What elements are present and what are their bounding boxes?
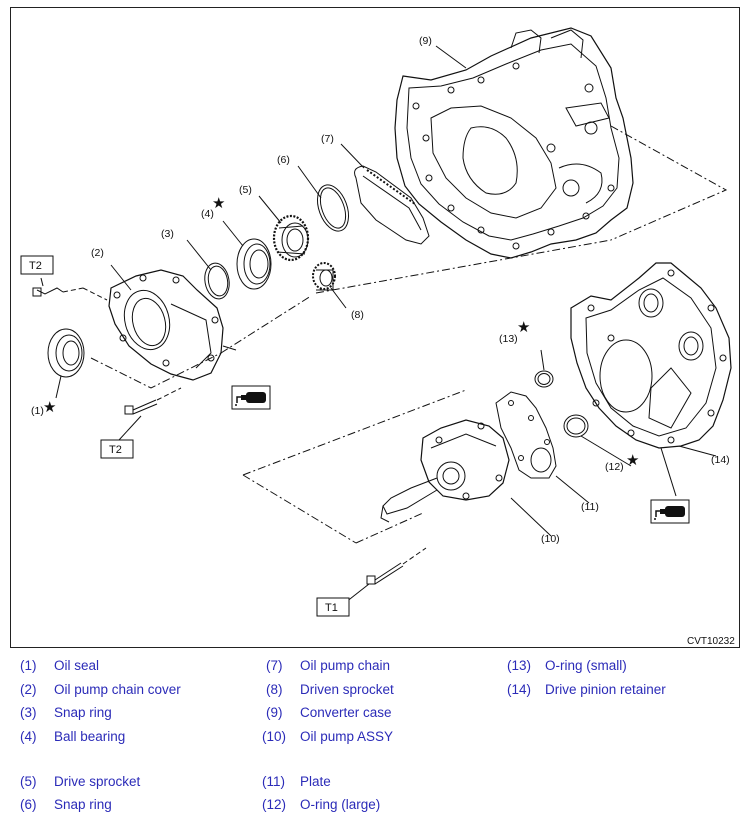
star-13: ★ bbox=[517, 319, 530, 336]
callout-13: (13) bbox=[499, 333, 518, 345]
star-4: ★ bbox=[212, 195, 225, 212]
callout-1: (1) bbox=[31, 405, 44, 417]
torque-box-t2-upper: T2 bbox=[20, 255, 54, 275]
callout-10: (10) bbox=[541, 533, 560, 545]
o-ring-small bbox=[534, 370, 554, 388]
legend-item-13: (13)O-ring (small) bbox=[507, 658, 627, 673]
parts-legend: (1)Oil seal (2)Oil pump chain cover (3)S… bbox=[0, 656, 751, 823]
sealant-icon bbox=[231, 385, 271, 410]
callout-5: (5) bbox=[239, 184, 252, 196]
legend-item-1: (1)Oil seal bbox=[20, 658, 100, 673]
callout-12: (12) bbox=[605, 461, 624, 473]
o-ring-large bbox=[563, 414, 589, 438]
callout-3: (3) bbox=[161, 228, 174, 240]
star-12: ★ bbox=[626, 452, 639, 469]
exploded-diagram: (9) (7) (6) (5) (4) (3) (2) (8) (1) (13)… bbox=[10, 7, 740, 648]
drive-pinion-retainer bbox=[570, 262, 732, 449]
oil-pump-chain-cover bbox=[108, 269, 224, 381]
svg-text:T2: T2 bbox=[29, 260, 42, 272]
sealant-icon bbox=[650, 499, 690, 524]
callout-4: (4) bbox=[201, 208, 214, 220]
torque-box-t1: T1 bbox=[316, 597, 350, 617]
ball-bearing bbox=[236, 238, 272, 290]
legend-item-14: (14)Drive pinion retainer bbox=[507, 682, 666, 697]
diagram-svg: (9) (7) (6) (5) (4) (3) (2) (8) (1) (13)… bbox=[20, 27, 735, 647]
drive-sprocket bbox=[272, 214, 310, 262]
svg-text:T1: T1 bbox=[325, 602, 338, 614]
legend-item-12: (12)O-ring (large) bbox=[262, 797, 381, 812]
callout-14: (14) bbox=[711, 454, 730, 466]
legend-item-10: (10)Oil pump ASSY bbox=[262, 729, 394, 744]
callout-7: (7) bbox=[321, 133, 334, 145]
callout-8: (8) bbox=[351, 309, 364, 321]
bolt-lower bbox=[124, 387, 182, 415]
oil-pump-chain bbox=[354, 165, 430, 245]
plate bbox=[495, 391, 557, 479]
converter-case bbox=[394, 27, 634, 259]
callout-9: (9) bbox=[419, 35, 432, 47]
legend-item-8: (8)Driven sprocket bbox=[266, 682, 394, 697]
driven-sprocket bbox=[312, 262, 336, 291]
snap-ring-3 bbox=[204, 262, 230, 300]
oil-seal bbox=[47, 328, 85, 378]
legend-item-7: (7)Oil pump chain bbox=[266, 658, 391, 673]
callout-6: (6) bbox=[277, 154, 290, 166]
callout-2: (2) bbox=[91, 247, 104, 259]
legend-item-4: (4)Ball bearing bbox=[20, 729, 126, 744]
snap-ring-6 bbox=[316, 184, 350, 232]
legend-item-11: (11)Plate bbox=[262, 774, 331, 789]
bolt-t1 bbox=[366, 547, 427, 585]
svg-text:T2: T2 bbox=[109, 444, 122, 456]
legend-item-6: (6)Snap ring bbox=[20, 797, 112, 812]
legend-item-3: (3)Snap ring bbox=[20, 705, 112, 720]
torque-box-t2-lower: T2 bbox=[100, 439, 134, 459]
legend-item-9: (9)Converter case bbox=[266, 705, 392, 720]
bolt-upper bbox=[32, 287, 108, 301]
star-1: ★ bbox=[43, 399, 56, 416]
legend-item-5: (5)Drive sprocket bbox=[20, 774, 141, 789]
figure-code: CVT10232 bbox=[687, 636, 735, 647]
legend-item-2: (2)Oil pump chain cover bbox=[20, 682, 181, 697]
callout-11: (11) bbox=[581, 501, 599, 513]
oil-pump-assy bbox=[380, 419, 510, 523]
